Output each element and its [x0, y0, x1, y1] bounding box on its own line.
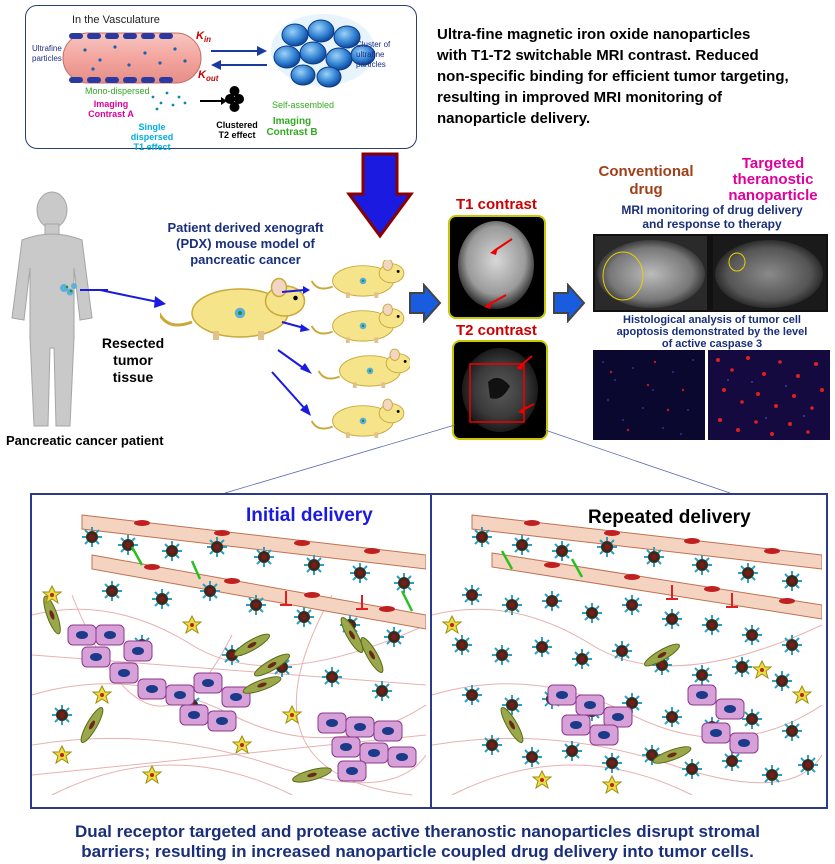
t1-mri-image — [448, 215, 546, 319]
initial-delivery-illustration — [32, 514, 426, 796]
t2-contrast-label: T2 contrast — [456, 322, 537, 339]
targeted-nanoparticle-label: Targeted theranostic nanoparticle — [728, 155, 818, 204]
arrow-to-mri — [409, 283, 442, 323]
initial-delivery-title: Initial delivery — [246, 505, 373, 526]
histology-label: Histological analysis of tumor cell apop… — [616, 314, 808, 350]
histology-conventional-image — [593, 350, 705, 440]
vasculature-diagram — [62, 14, 376, 112]
kin-label: Kin — [196, 30, 212, 45]
repeated-delivery-illustration — [432, 514, 822, 796]
arrow-to-results — [553, 283, 586, 323]
mri-monitoring-label: MRI monitoring of drug delivery and resp… — [621, 203, 803, 231]
down-arrow — [346, 152, 414, 239]
summary-text: Ultra-fine magnetic iron oxide nanoparti… — [437, 26, 789, 127]
patient-silhouette — [11, 191, 108, 427]
patient-to-mouse-arrow — [100, 289, 166, 308]
histology-targeted-image — [708, 350, 830, 440]
ultrafine-label: Ultrafine particles — [32, 44, 62, 63]
self-assembled-label: Self-assembled — [272, 100, 335, 110]
t2-mri-image — [452, 340, 548, 440]
conventional-drug-label: Conventional drug — [598, 163, 694, 198]
pdx-mice — [160, 260, 410, 439]
figure-caption: Dual receptor targeted and protease acti… — [75, 822, 760, 861]
mri-monitoring-images — [593, 234, 828, 312]
mono-dispersed-label: Mono-dispersed — [85, 86, 150, 96]
kout-label: Kout — [198, 69, 219, 84]
cluster-label: Cluster of ultrafine particles — [356, 40, 391, 69]
vasculature-title: In the Vasculature — [72, 14, 160, 26]
pdx-label: Patient derived xenograft (PDX) mouse mo… — [167, 220, 324, 267]
t1-contrast-label: T1 contrast — [456, 196, 537, 213]
resected-tumor-label: Resected tumor tissue — [101, 335, 165, 385]
repeated-delivery-title: Repeated delivery — [588, 507, 751, 528]
patient-label: Pancreatic cancer patient — [6, 433, 164, 448]
